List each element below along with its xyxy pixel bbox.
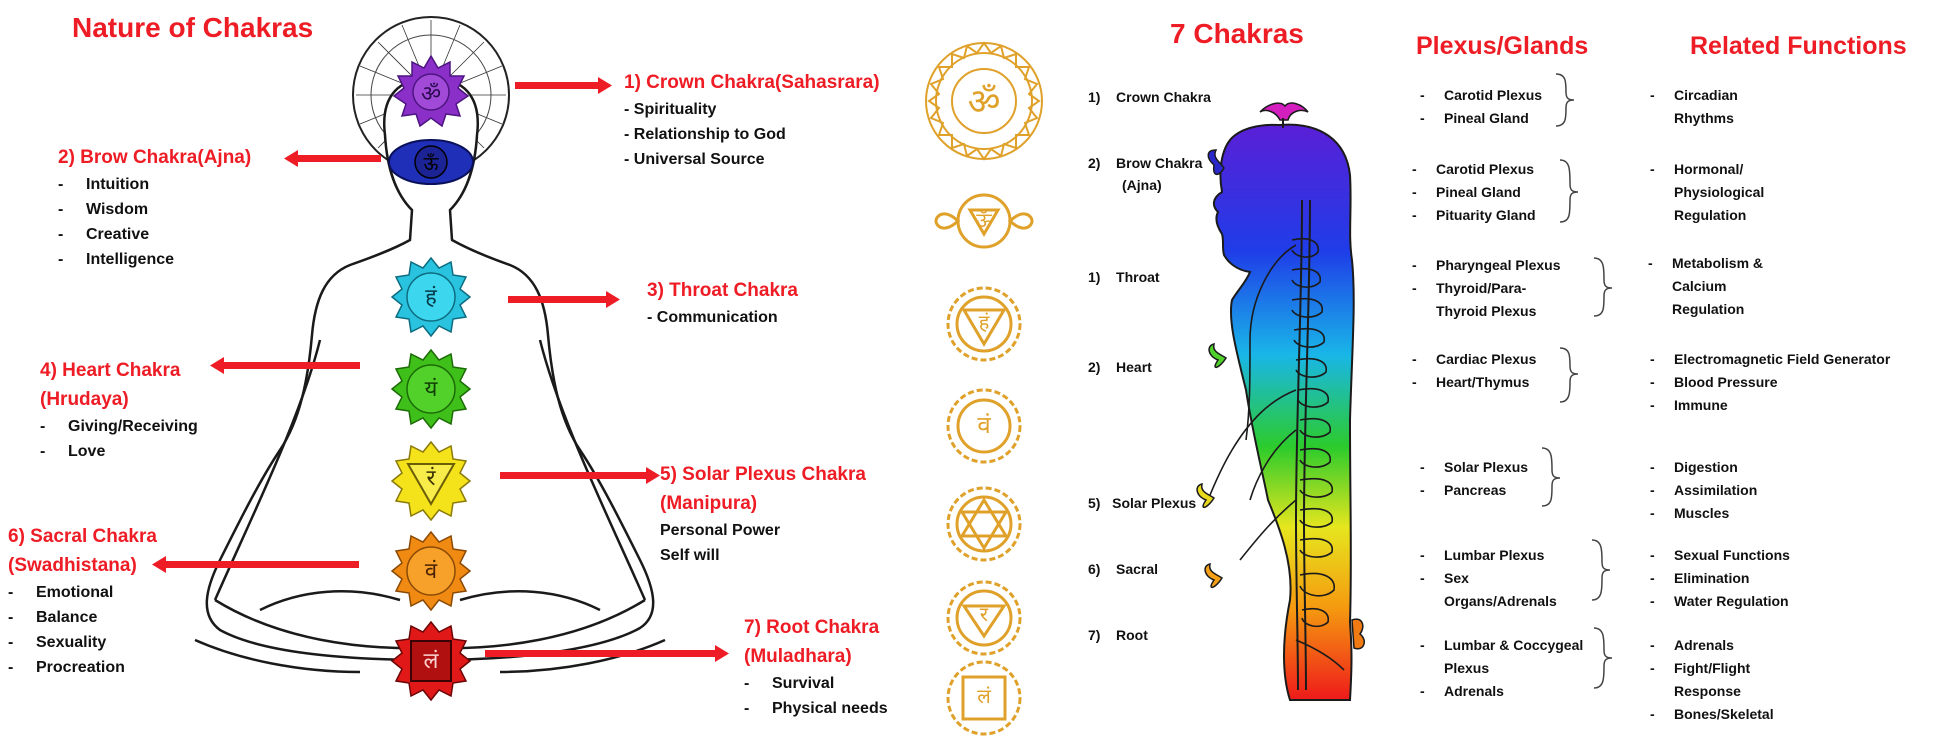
brow-glyph: ऊँ	[423, 153, 439, 175]
row-heart-label: 2) Heart	[1088, 359, 1152, 375]
row-throat-label: 1) Throat	[1088, 269, 1160, 285]
row-sacral-plexus: -Lumbar Plexus -Sex Organs/Adrenals	[1420, 547, 1557, 609]
crown-glyph: ॐ	[420, 82, 442, 107]
right-title: 7 Chakras	[1170, 18, 1304, 49]
row-solar-functions: -Digestion -Assimilation -Muscles	[1650, 459, 1758, 521]
row-root-functions: -Adrenals -Fight/Flight Response -Bones/…	[1650, 637, 1774, 722]
gold-crown-glyph: ॐ	[967, 82, 1001, 123]
row-sacral-label: 6) Sacral	[1088, 561, 1159, 577]
root-glyph: लं	[423, 649, 439, 674]
crown-item: - Universal Source	[624, 151, 765, 168]
gold-symbol-brow: ऊँ	[934, 186, 1034, 256]
gold-symbol-sacral: रं	[944, 578, 1024, 658]
row-throat-plexus: -Pharyngeal Plexus -Thyroid/Para- Thyroi…	[1412, 257, 1561, 319]
gold-sacral-glyph: रं	[979, 602, 989, 626]
plexus-braces	[1541, 73, 1613, 689]
row-heart-functions: -Electromagnetic Field Generator -Blood …	[1650, 351, 1891, 413]
heart-item: -Giving/Receiving	[40, 418, 198, 435]
gold-symbol-root: लं	[944, 658, 1024, 738]
solar-label-group: 5) Solar Plexus Chakra (Manipura) Person…	[660, 460, 866, 568]
gold-root-glyph: लं	[977, 684, 991, 708]
heart-item: -Love	[40, 443, 106, 460]
sacral-heading-1: 6) Sacral Chakra	[8, 526, 157, 547]
gold-symbol-column: ॐ ऊँ हं वं रं लं	[918, 38, 1050, 736]
gold-symbol-crown: ॐ	[921, 38, 1047, 164]
sacral-label-group: 6) Sacral Chakra (Swadhistana) -Emotiona…	[8, 522, 157, 680]
root-label-group: 7) Root Chakra (Muladhara) -Survival -Ph…	[744, 613, 888, 721]
chakra-heart: यं	[390, 348, 472, 430]
row-crown-functions: -Circadian Rhythms	[1650, 87, 1738, 126]
gold-symbol-throat: हं	[944, 284, 1024, 364]
solar-item: Personal Power	[660, 522, 781, 539]
row-root-label: 7) Root	[1088, 627, 1148, 643]
row-brow-functions: -Hormonal/ Physiological Regulation	[1650, 161, 1765, 223]
heart-heading-1: 4) Heart Chakra	[40, 360, 181, 381]
gold-heart-glyph: वं	[977, 411, 991, 439]
sacral-item: -Procreation	[8, 659, 125, 676]
throat-glyph: हं	[425, 285, 437, 310]
chakra-sacral: वं	[390, 530, 472, 612]
solar-heading-1: 5) Solar Plexus Chakra	[660, 464, 866, 485]
chakra-crown: ॐ	[392, 52, 470, 130]
row-crown-plexus: -Carotid Plexus -Pineal Gland	[1420, 87, 1543, 126]
brow-item: -Creative	[58, 226, 150, 243]
sacral-item: -Sexuality	[8, 634, 107, 651]
solar-glyph: रं	[426, 466, 436, 491]
rainbow-body-silhouette	[1196, 102, 1365, 701]
heart-label-group: 4) Heart Chakra (Hrudaya) -Giving/Receiv…	[40, 356, 198, 464]
row-brow-plexus: -Carotid Plexus -Pineal Gland -Pituarity…	[1412, 161, 1536, 223]
solar-heading-2: (Manipura)	[660, 493, 758, 514]
brow-item: -Intuition	[58, 176, 150, 193]
gold-symbol-heart: वं	[944, 386, 1024, 466]
throat-label-group: 3) Throat Chakra - Communication	[647, 276, 798, 330]
row-solar-label: 5) Solar Plexus	[1088, 495, 1197, 511]
row-sacral-functions: -Sexual Functions -Elimination -Water Re…	[1650, 547, 1790, 609]
solar-item: Self will	[660, 547, 720, 564]
row-heart-plexus: -Cardiac Plexus -Heart/Thymus	[1412, 351, 1537, 390]
brow-item: -Wisdom	[58, 201, 149, 218]
chakra-solar: रं	[390, 440, 472, 522]
plexus-column-header: Plexus/Glands	[1416, 32, 1589, 60]
brow-label-group: 2) Brow Chakra(Ajna) -Intuition -Wisdom …	[58, 143, 251, 272]
functions-column-header: Related Functions	[1690, 32, 1907, 60]
crown-heading: 1) Crown Chakra(Sahasrara)	[624, 72, 880, 93]
chakra-brow: ऊँ	[388, 138, 474, 186]
sacral-glyph: वं	[424, 559, 438, 584]
row-throat-functions: -Metabolism & Calcium Regulation	[1648, 255, 1764, 317]
brow-item: -Intelligence	[58, 251, 175, 268]
root-item: -Survival	[744, 675, 835, 692]
row-root-plexus: -Lumbar & Coccygeal Plexus -Adrenals	[1420, 637, 1584, 699]
root-heading-2: (Muladhara)	[744, 646, 852, 667]
root-item: -Physical needs	[744, 700, 888, 717]
chakra-root: लं	[390, 620, 472, 702]
row-brow-label: 2) Brow Chakra (Ajna)	[1088, 155, 1203, 193]
row-crown-label: 1) Crown Chakra	[1088, 89, 1211, 105]
crown-item: - Spirituality	[624, 101, 717, 118]
brow-heading: 2) Brow Chakra(Ajna)	[58, 147, 252, 168]
chakra-throat: हं	[390, 256, 472, 338]
sacral-item: -Balance	[8, 609, 98, 626]
root-heading-1: 7) Root Chakra	[744, 617, 880, 638]
gold-brow-glyph: ऊँ	[976, 208, 992, 232]
crown-label-group: 1) Crown Chakra(Sahasrara) - Spiritualit…	[624, 68, 880, 172]
heart-glyph: यं	[424, 377, 438, 402]
row-solar-plexus: -Solar Plexus -Pancreas	[1420, 459, 1529, 498]
sacral-heading-2: (Swadhistana)	[8, 555, 137, 576]
throat-item: - Communication	[647, 309, 778, 326]
left-title: Nature of Chakras	[72, 12, 314, 43]
pointer-arrows	[152, 77, 729, 662]
heart-heading-2: (Hrudaya)	[40, 389, 129, 410]
crown-item: - Relationship to God	[624, 126, 786, 143]
gold-symbol-solar	[944, 484, 1024, 564]
gold-throat-glyph: हं	[978, 310, 990, 334]
sacral-item: -Emotional	[8, 584, 114, 601]
throat-heading: 3) Throat Chakra	[647, 280, 798, 301]
